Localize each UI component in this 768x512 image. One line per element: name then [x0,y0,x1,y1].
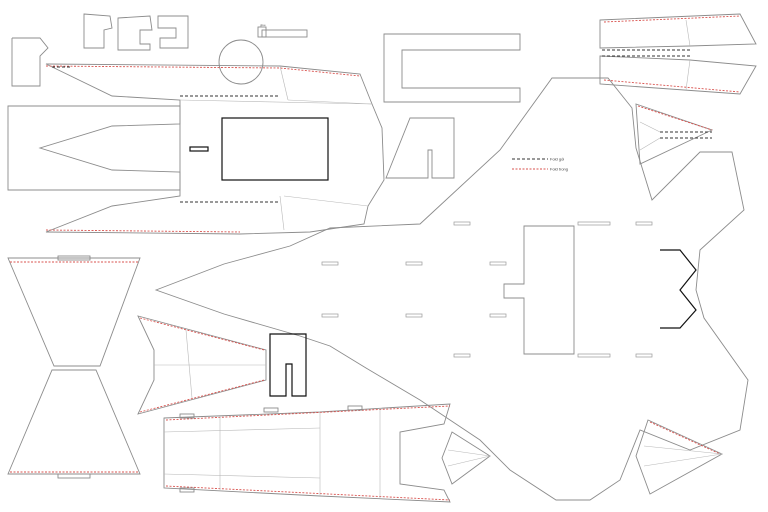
cockpit-window-outline [221,117,329,181]
fold-legend: Fold gối Fold trong [512,157,568,172]
fuselage-side-piece-bottom [163,403,451,503]
notched-piece [385,117,455,179]
circle-piece [218,39,264,85]
nose-cone-piece-right [635,103,714,165]
valley-fold-label: Fold trong [550,167,568,172]
tail-fin-piece-top [599,13,757,95]
small-bracket-piece [11,37,49,87]
small-slot [189,146,209,152]
fuselage-top-piece [45,63,385,235]
small-tab-pieces [83,13,189,51]
intake-piece-left [7,105,181,191]
nose-cone-piece-bottom-middle [441,431,491,485]
mountain-fold-label: Fold gối [550,157,564,162]
glue-tab-piece: glue [257,23,308,38]
fin-piece-left-lower [137,315,267,415]
bowtie-piece [7,255,141,479]
main-wing-piece [154,77,749,501]
notched-piece-lower [269,333,307,397]
u-channel-piece [383,33,521,103]
glue-tab-label: glue [260,23,266,27]
nose-cone-piece-bottom-right [635,419,723,495]
